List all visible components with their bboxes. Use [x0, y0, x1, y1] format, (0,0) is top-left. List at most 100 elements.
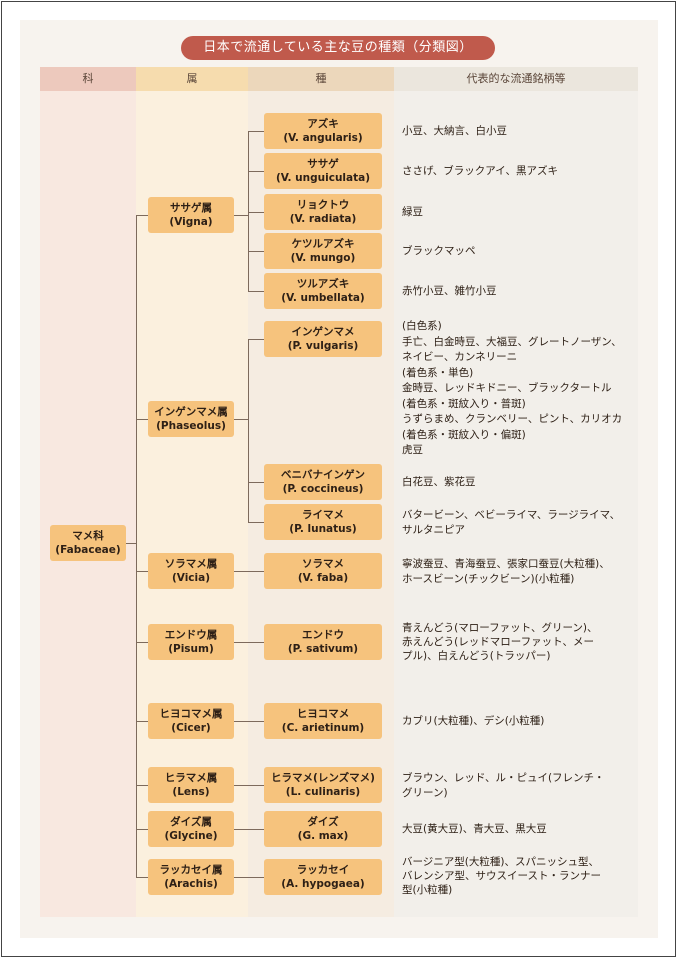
brand-line: グリーン) — [402, 787, 448, 799]
brands-hiyokomame: カブリ(大粒種)、デシ(小粒種) — [402, 714, 638, 728]
species-branch-5 — [248, 291, 264, 292]
vigna-trunk — [248, 131, 249, 292]
genus-branch-vigna — [136, 215, 148, 216]
species-box-ryokuto[interactable]: リョクトウ (V. radiata) — [264, 194, 382, 230]
brand-line: 赤えんどう(レッドマローファット、メー — [402, 636, 594, 648]
species-box-daizu[interactable]: ダイズ (G. max) — [264, 811, 382, 847]
species-box-endou[interactable]: エンドウ (P. sativum) — [264, 624, 382, 660]
family-box-fabaceae[interactable]: マメ科 (Fabaceae) — [50, 525, 126, 561]
genus-branch-arachis — [136, 877, 148, 878]
brand-line: 緑豆 — [402, 206, 423, 218]
header-family: 科 — [40, 67, 136, 91]
brands-benibanaingen: 白花豆、紫花豆 — [402, 475, 638, 489]
species-box-azuki[interactable]: アズキ (V. angularis) — [264, 113, 382, 149]
species-latin: (V. radiata) — [289, 213, 357, 225]
header-species: 種 — [248, 67, 394, 91]
species-box-ketsuruazuki[interactable]: ケツルアズキ (V. mungo) — [264, 233, 382, 269]
genus-latin: (Pisum) — [168, 643, 214, 655]
brand-line: 金時豆、レッドキドニー、ブラックタートル — [402, 382, 612, 394]
species-branch-2 — [248, 171, 264, 172]
brand-line: ホースビーン(チックビーン)(小粒種) — [402, 573, 575, 585]
species-latin: (V. angularis) — [283, 132, 363, 144]
species-box-hiyokomame[interactable]: ヒヨコマメ (C. arietinum) — [264, 703, 382, 739]
genus-box-lens[interactable]: ヒラマメ属 (Lens) — [148, 767, 234, 803]
species-name: ヒラマメ(レンズマメ) — [271, 772, 375, 784]
genus-latin: (Glycine) — [164, 830, 218, 842]
species-latin: (L. culinaris) — [285, 786, 361, 798]
genus-name: エンドウ属 — [164, 629, 218, 641]
brand-line: カブリ(大粒種)、デシ(小粒種) — [402, 715, 545, 727]
species-box-tsuruazuki[interactable]: ツルアズキ (V. umbellata) — [264, 273, 382, 309]
species-box-sasage[interactable]: ササゲ (V. unguiculata) — [264, 153, 382, 189]
species-box-benibanaingen[interactable]: ベニバナインゲン (P. coccineus) — [264, 464, 382, 500]
species-branch-1 — [248, 131, 264, 132]
genus-box-cicer[interactable]: ヒヨコマメ属 (Cicer) — [148, 703, 234, 739]
phaseolus-trunk — [248, 339, 249, 522]
species-latin: (V. unguiculata) — [275, 172, 371, 184]
genus-latin: (Vicia) — [171, 572, 211, 584]
species-name: ツルアズキ — [296, 278, 350, 290]
brand-line: 白花豆、紫花豆 — [402, 476, 476, 488]
phaseolus-connector — [234, 419, 248, 420]
genus-branch-cicer — [136, 721, 148, 722]
genus-branch-phaseolus — [136, 419, 148, 420]
genus-box-phaseolus[interactable]: インゲンマメ属 (Phaseolus) — [148, 401, 234, 437]
species-branch-8 — [248, 522, 264, 523]
genus-branch-vicia — [136, 571, 148, 572]
genus-branch-lens — [136, 785, 148, 786]
genus-latin: (Vigna) — [169, 216, 213, 228]
species-box-hiramame[interactable]: ヒラマメ(レンズマメ) (L. culinaris) — [264, 767, 382, 803]
brands-ketsuruazuki: ブラックマッペ — [402, 244, 638, 258]
brand-line: サルタニピア — [402, 524, 465, 536]
brand-line: (着色系・斑紋入り・偏斑) — [402, 428, 526, 441]
family-name: マメ科 — [72, 530, 104, 542]
family-latin: (Fabaceae) — [55, 544, 121, 556]
brand-line: 赤竹小豆、雑竹小豆 — [402, 285, 497, 297]
genus-box-glycine[interactable]: ダイズ属 (Glycine) — [148, 811, 234, 847]
brands-hiramame: ブラウン、レッド、ル・ピュイ(フレンチ・グリーン) — [402, 771, 638, 801]
brand-line: ささげ、ブラックアイ、黒アズキ — [402, 165, 559, 177]
genus-trunk — [136, 215, 137, 877]
species-latin: (P. lunatus) — [289, 523, 357, 535]
species-name: ケツルアズキ — [291, 238, 355, 250]
brands-sasage: ささげ、ブラックアイ、黒アズキ — [402, 164, 638, 178]
genus-latin: (Arachis) — [164, 878, 218, 890]
species-latin: (V. mungo) — [290, 252, 356, 264]
species-latin: (P. vulgaris) — [287, 340, 359, 352]
genus-box-vicia[interactable]: ソラマメ属 (Vicia) — [148, 553, 234, 589]
species-name: ダイズ — [307, 816, 339, 828]
genus-name: ヒラマメ属 — [164, 772, 218, 784]
brands-raimame: バタービーン、ベビーライマ、ラージライマ、サルタニピア — [402, 508, 638, 538]
brands-ryokuto: 緑豆 — [402, 205, 638, 219]
brand-line: 型(小粒種) — [402, 884, 453, 896]
species-branch-7 — [248, 482, 264, 483]
genus-box-vigna[interactable]: ササゲ属 (Vigna) — [148, 197, 234, 233]
species-name: ライマメ — [302, 509, 344, 521]
lens-connector — [234, 785, 264, 786]
brand-line: バレンシア型、サウスイースト・ランナー — [402, 870, 601, 882]
species-name: アズキ — [307, 118, 339, 130]
species-name: ソラマメ — [302, 558, 344, 570]
brand-line: 手亡、白金時豆、大福豆、グレートノーザン、 — [402, 335, 622, 348]
species-box-rakkasei[interactable]: ラッカセイ (A. hypogaea) — [264, 859, 382, 895]
species-name: エンドウ — [302, 629, 344, 641]
brands-endou: 青えんどう(マローファット、グリーン)、赤えんどう(レッドマローファット、メープ… — [402, 621, 638, 663]
species-name: インゲンマメ — [291, 326, 355, 338]
pisum-connector — [234, 642, 264, 643]
genus-name: ラッカセイ属 — [159, 864, 223, 876]
genus-branch-glycine — [136, 829, 148, 830]
species-name: ベニバナインゲン — [281, 469, 365, 481]
genus-latin: (Phaseolus) — [156, 420, 226, 432]
genus-latin: (Lens) — [172, 786, 210, 798]
species-box-soramame[interactable]: ソラマメ (V. faba) — [264, 553, 382, 589]
species-box-raimame[interactable]: ライマメ (P. lunatus) — [264, 504, 382, 540]
species-name: ラッカセイ — [296, 864, 350, 876]
brands-daizu: 大豆(黄大豆)、青大豆、黒大豆 — [402, 822, 638, 836]
species-box-ingenmame[interactable]: インゲンマメ (P. vulgaris) — [264, 321, 382, 357]
species-name: ササゲ — [307, 158, 339, 170]
genus-name: ササゲ属 — [170, 202, 212, 214]
genus-latin: (Cicer) — [171, 722, 211, 734]
genus-box-pisum[interactable]: エンドウ属 (Pisum) — [148, 624, 234, 660]
genus-box-arachis[interactable]: ラッカセイ属 (Arachis) — [148, 859, 234, 895]
brand-line: バージニア型(大粒種)、スパニッシュ型、 — [402, 856, 599, 868]
